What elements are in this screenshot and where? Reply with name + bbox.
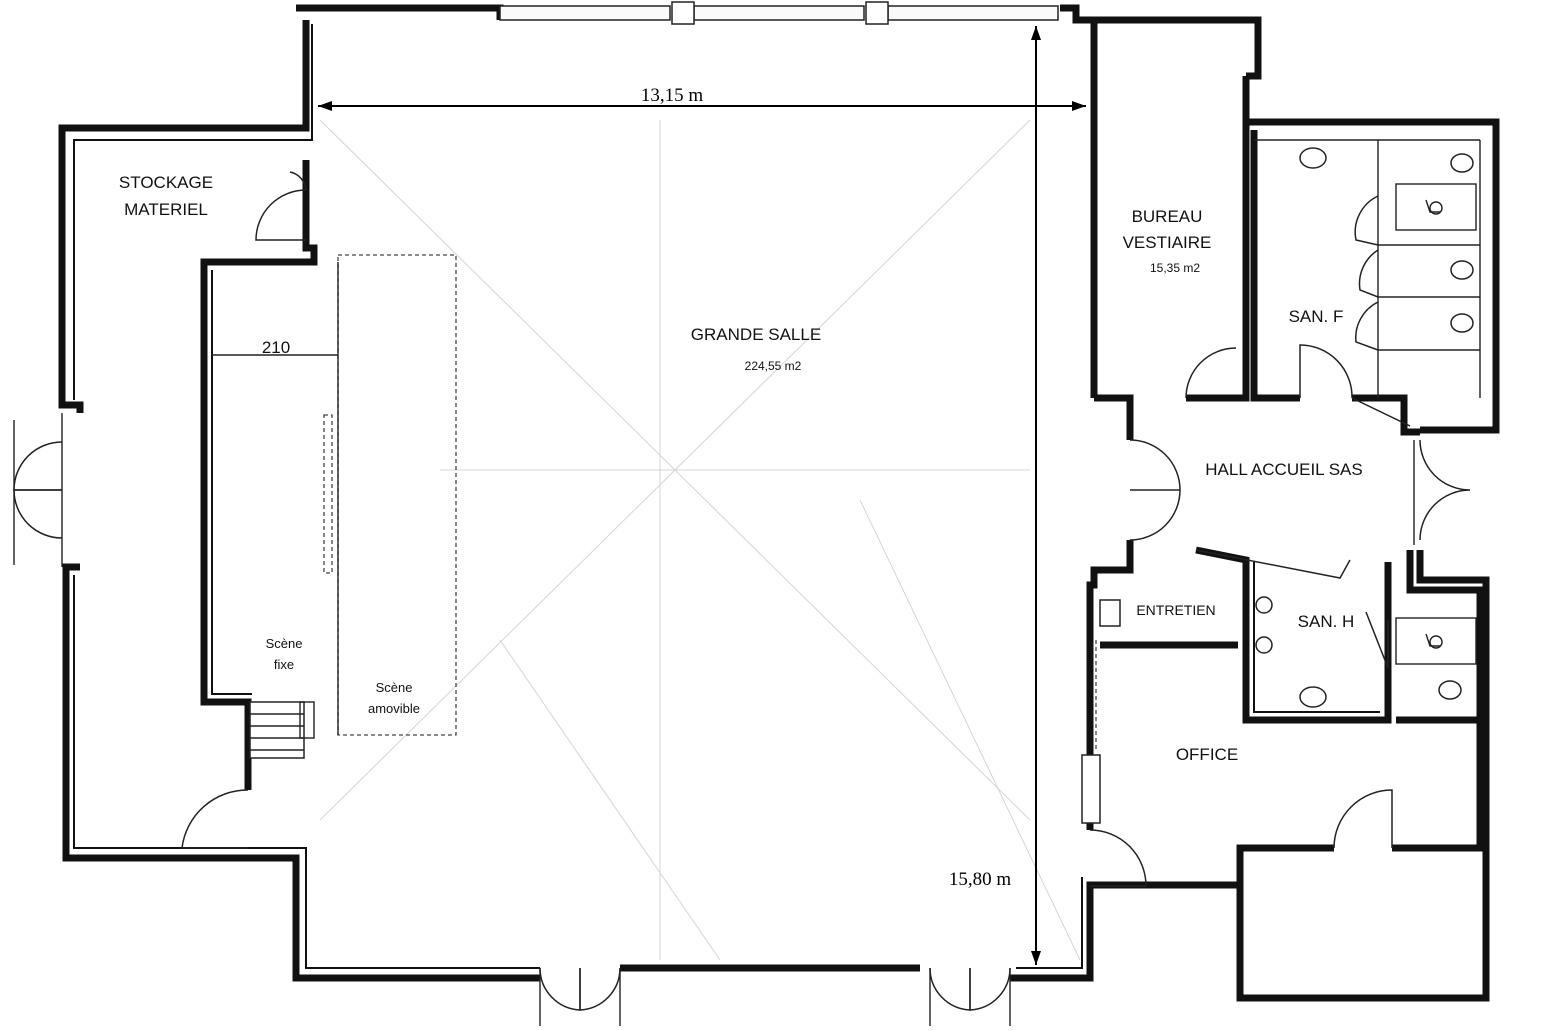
bottom-doors <box>539 967 1011 1026</box>
sanitary-fixtures <box>1099 147 1477 708</box>
dimension-width-label: 13,15 m <box>641 85 704 106</box>
scene-amovible-outline <box>337 254 457 736</box>
stage-walls <box>200 160 338 790</box>
grande-salle-area: 224,55 m2 <box>745 359 802 373</box>
left-entrance-door <box>13 413 63 567</box>
scene-amovible-label-line2: amovible <box>368 701 420 716</box>
entretien-label: ENTRETIEN <box>1136 602 1215 618</box>
san-h-label: SAN. H <box>1298 612 1355 631</box>
outer-walls <box>58 4 1500 1002</box>
dimension-height <box>1031 26 1041 965</box>
stockage-label-line2: MATERIEL <box>124 200 208 219</box>
scene-fixe-label-line1: Scène <box>266 636 303 651</box>
office-label: OFFICE <box>1176 745 1238 764</box>
office-counter <box>1081 754 1101 824</box>
wheelchair-icon <box>1425 633 1443 649</box>
grande-salle-label: GRANDE SALLE <box>691 325 821 344</box>
right-wing-doors <box>1089 195 1471 887</box>
dimension-height-label: 15,80 m <box>949 869 1012 890</box>
san-f-label: SAN. F <box>1289 307 1344 326</box>
hall-label: HALL ACCUEIL SAS <box>1205 460 1362 479</box>
storage-door-upper <box>255 189 307 241</box>
bureau-area: 15,35 m2 <box>1150 261 1200 275</box>
storage-door-lower <box>181 789 249 849</box>
top-windows <box>499 1 1059 25</box>
stage-rail <box>323 414 333 574</box>
wheelchair-icon <box>1425 199 1443 215</box>
bureau-label-line1: BUREAU <box>1132 207 1203 226</box>
stockage-label-line1: STOCKAGE <box>119 173 213 192</box>
stage-depth-label: 210 <box>262 338 290 357</box>
background-construction-lines <box>319 119 1081 961</box>
scene-fixe-label-line2: fixe <box>274 657 294 672</box>
scene-amovible-label-line1: Scène <box>376 680 413 695</box>
dimension-width <box>318 101 1086 111</box>
bureau-label-line2: VESTIAIRE <box>1123 233 1212 252</box>
